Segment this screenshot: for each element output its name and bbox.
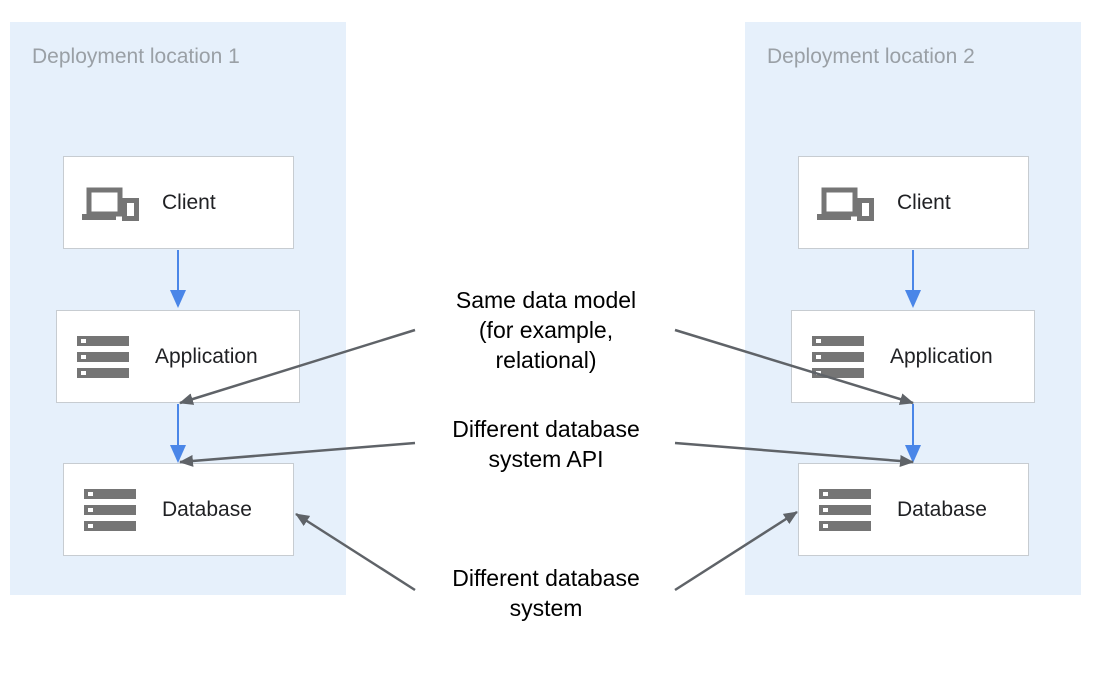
system-arrow-right bbox=[674, 510, 798, 592]
deployment-location-1-title: Deployment location 1 bbox=[32, 45, 240, 68]
note-line: relational) bbox=[495, 347, 597, 373]
client-label-2: Client bbox=[897, 191, 951, 214]
deployment-location-2-title: Deployment location 2 bbox=[767, 45, 975, 68]
application-node-1: Application bbox=[56, 310, 300, 403]
server-icon bbox=[84, 489, 136, 531]
devices-icon bbox=[817, 187, 874, 221]
client-node-2: Client bbox=[798, 156, 1029, 249]
database-api-note: Different database system API bbox=[416, 414, 676, 474]
application-label-2: Application bbox=[890, 345, 993, 368]
server-icon bbox=[819, 489, 871, 531]
note-line: system bbox=[509, 595, 583, 621]
note-line: (for example, bbox=[478, 317, 614, 343]
note-line: Different database bbox=[452, 416, 640, 442]
flow-arrowhead bbox=[170, 445, 186, 463]
client-label-1: Client bbox=[162, 191, 216, 214]
note-line: system API bbox=[488, 446, 604, 472]
flow-arrowhead bbox=[905, 445, 921, 463]
client-node-1: Client bbox=[63, 156, 294, 249]
database-label-2: Database bbox=[897, 498, 987, 521]
application-label-1: Application bbox=[155, 345, 258, 368]
system-arrow-left bbox=[295, 512, 416, 592]
api-arrow-right bbox=[674, 441, 914, 467]
data-model-arrow-left bbox=[179, 328, 416, 405]
api-arrow-left bbox=[179, 441, 416, 467]
database-node-2: Database bbox=[798, 463, 1029, 556]
flow-arrowhead bbox=[905, 290, 921, 308]
server-icon bbox=[77, 336, 129, 378]
note-line: Same data model bbox=[455, 287, 637, 313]
flow-arrowhead bbox=[170, 290, 186, 308]
database-label-1: Database bbox=[162, 498, 252, 521]
database-system-note: Different database system bbox=[416, 563, 676, 623]
application-node-2: Application bbox=[791, 310, 1035, 403]
database-node-1: Database bbox=[63, 463, 294, 556]
same-data-model-note: Same data model (for example, relational… bbox=[416, 285, 676, 375]
note-line: Different database bbox=[452, 565, 640, 591]
data-model-arrow-right bbox=[674, 328, 914, 405]
devices-icon bbox=[82, 187, 139, 221]
